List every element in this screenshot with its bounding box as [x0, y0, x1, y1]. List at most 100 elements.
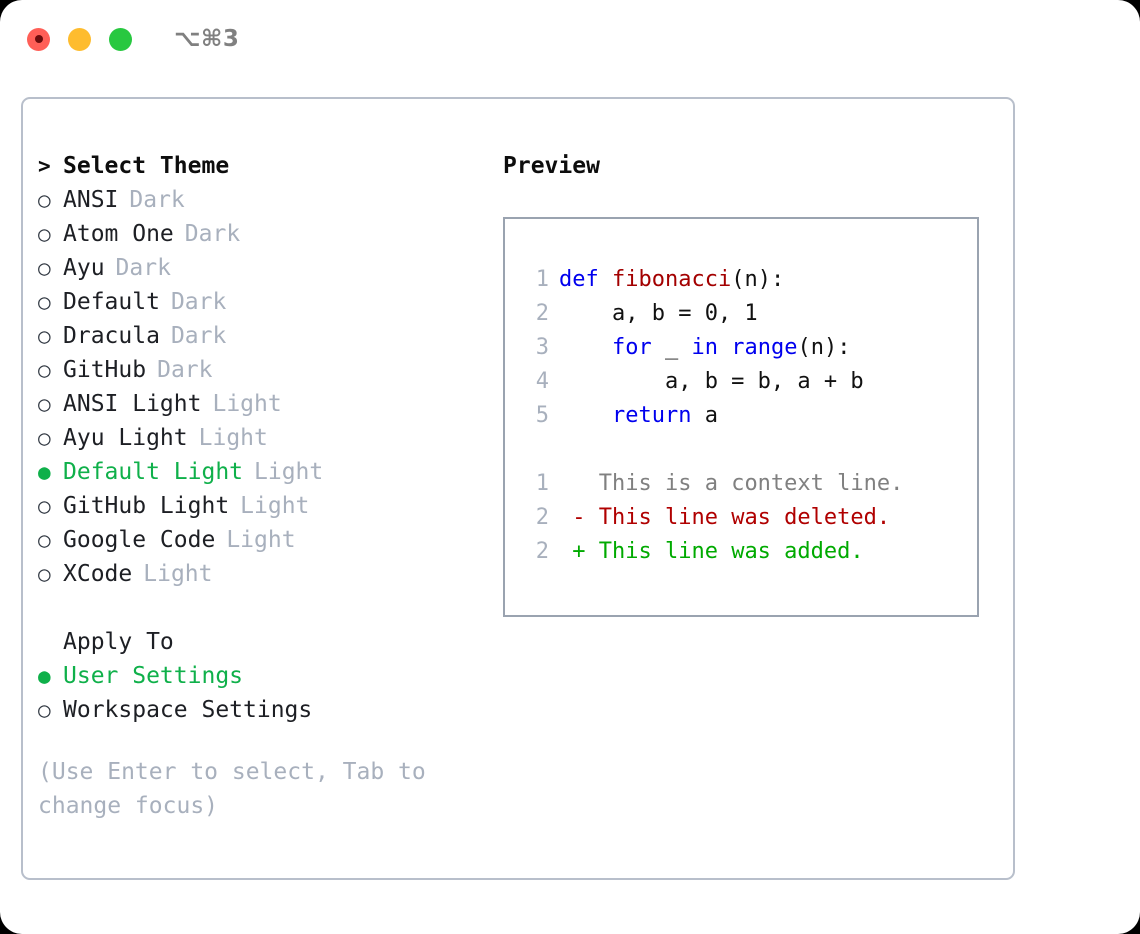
code-line-text: return a: [559, 399, 718, 433]
code-token-plain: _: [651, 335, 692, 360]
radio-unselected-icon: ○: [38, 222, 51, 246]
section-spacer: [38, 591, 493, 625]
code-line-number: 5: [535, 403, 549, 428]
code-token-plain: [718, 335, 731, 360]
close-icon: [34, 35, 43, 43]
maximize-window-button[interactable]: [109, 27, 132, 51]
radio-selected-icon: ●: [38, 460, 51, 484]
diff-marker: +: [559, 539, 586, 564]
theme-name: Default Light: [63, 459, 244, 485]
apply-to-option[interactable]: ○ Workspace Settings: [38, 693, 493, 727]
theme-name: Default: [63, 289, 160, 315]
theme-variant-badge: Light: [254, 459, 324, 485]
theme-list-item[interactable]: ○ Default Dark: [38, 285, 493, 319]
radio-unselected-icon: ○: [38, 426, 51, 450]
code-token-plain: [559, 335, 612, 360]
bullet-placeholder-icon: ○: [38, 625, 63, 659]
preview-title: Preview: [503, 153, 600, 179]
theme-variant-badge: Dark: [170, 289, 227, 315]
code-token-kw: for: [611, 335, 652, 360]
theme-variant-badge: Dark: [157, 357, 213, 383]
apply-to-list: ● User Settings ○ Workspace Settings: [38, 659, 493, 727]
theme-name: ANSI Light: [63, 391, 202, 417]
diff-line-text: - This line was deleted.: [559, 501, 890, 535]
theme-variant-badge: Dark: [115, 255, 171, 281]
radio-selected-icon: ●: [38, 664, 51, 688]
code-token-plain: a: [691, 403, 718, 428]
theme-name: Dracula: [63, 323, 160, 349]
theme-variant-badge: Dark: [129, 187, 185, 213]
theme-name: XCode: [63, 561, 133, 587]
code-line-text: def fibonacci(n):: [559, 263, 784, 297]
theme-list-header: > Select Theme: [38, 149, 493, 183]
radio-unselected-icon: ○: [38, 188, 51, 212]
code-token-fn: fibonacci: [611, 267, 732, 292]
radio-unselected-icon: ○: [38, 698, 51, 722]
code-line: 2 a, b = 0, 1: [523, 297, 977, 331]
diff-line-number: 2: [535, 505, 549, 530]
code-token-plain: (n):: [731, 267, 785, 292]
diff-line-number: 2: [535, 539, 549, 564]
diff-sample: 1 This is a context line.2 - This line w…: [523, 467, 977, 569]
radio-unselected-icon: ○: [38, 562, 51, 586]
apply-to-option-label: User Settings: [63, 663, 244, 689]
theme-variant-badge: Light: [226, 527, 296, 553]
code-line-number: 1: [535, 267, 549, 292]
apply-to-label: Apply To: [63, 629, 174, 655]
code-token-plain: a, b = b, a + b: [559, 369, 864, 394]
theme-name: GitHub Light: [63, 493, 230, 519]
apply-to-option[interactable]: ● User Settings: [38, 659, 493, 693]
theme-name: Atom One: [63, 221, 174, 247]
code-token-plain: a, b = 0, 1: [559, 301, 758, 326]
theme-list-title: Select Theme: [63, 153, 230, 179]
radio-unselected-icon: ○: [38, 528, 51, 552]
prompt-caret-icon: >: [38, 154, 51, 178]
code-token-plain: [559, 403, 612, 428]
diff-text: This line was added.: [585, 539, 864, 564]
theme-name: GitHub: [63, 357, 147, 383]
code-line-text: a, b = b, a + b: [559, 365, 864, 399]
minimize-window-button[interactable]: [68, 27, 91, 51]
radio-unselected-icon: ○: [38, 324, 51, 348]
diff-line-text: + This line was added.: [559, 535, 864, 569]
theme-variant-badge: Light: [240, 493, 310, 519]
code-line-text: a, b = 0, 1: [559, 297, 758, 331]
title-bar: ⌥⌘3: [0, 0, 1140, 78]
close-window-button[interactable]: [27, 27, 50, 51]
theme-list-item[interactable]: ○ GitHub Dark: [38, 353, 493, 387]
theme-variant-badge: Light: [212, 391, 282, 417]
keyboard-hint-text: (Use Enter to select, Tab to change focu…: [38, 759, 426, 819]
diff-line: 1 This is a context line.: [523, 467, 977, 501]
diff-line: 2 + This line was added.: [523, 535, 977, 569]
radio-unselected-icon: ○: [38, 358, 51, 382]
diff-marker: -: [559, 505, 586, 530]
diff-text: This line was deleted.: [585, 505, 891, 530]
code-line: 3 for _ in range(n):: [523, 331, 977, 365]
radio-unselected-icon: ○: [38, 290, 51, 314]
theme-list-item[interactable]: ● Default Light Light: [38, 455, 493, 489]
code-line-text: for _ in range(n):: [559, 331, 850, 365]
diff-line: 2 - This line was deleted.: [523, 501, 977, 535]
diff-line-text: This is a context line.: [559, 467, 904, 501]
diff-spacer: [523, 433, 977, 467]
apply-to-option-label: Workspace Settings: [63, 697, 313, 723]
code-line: 5 return a: [523, 399, 977, 433]
code-token-kw: def: [559, 267, 612, 292]
code-token-kw: return: [611, 403, 692, 428]
code-line-number: 4: [535, 369, 549, 394]
